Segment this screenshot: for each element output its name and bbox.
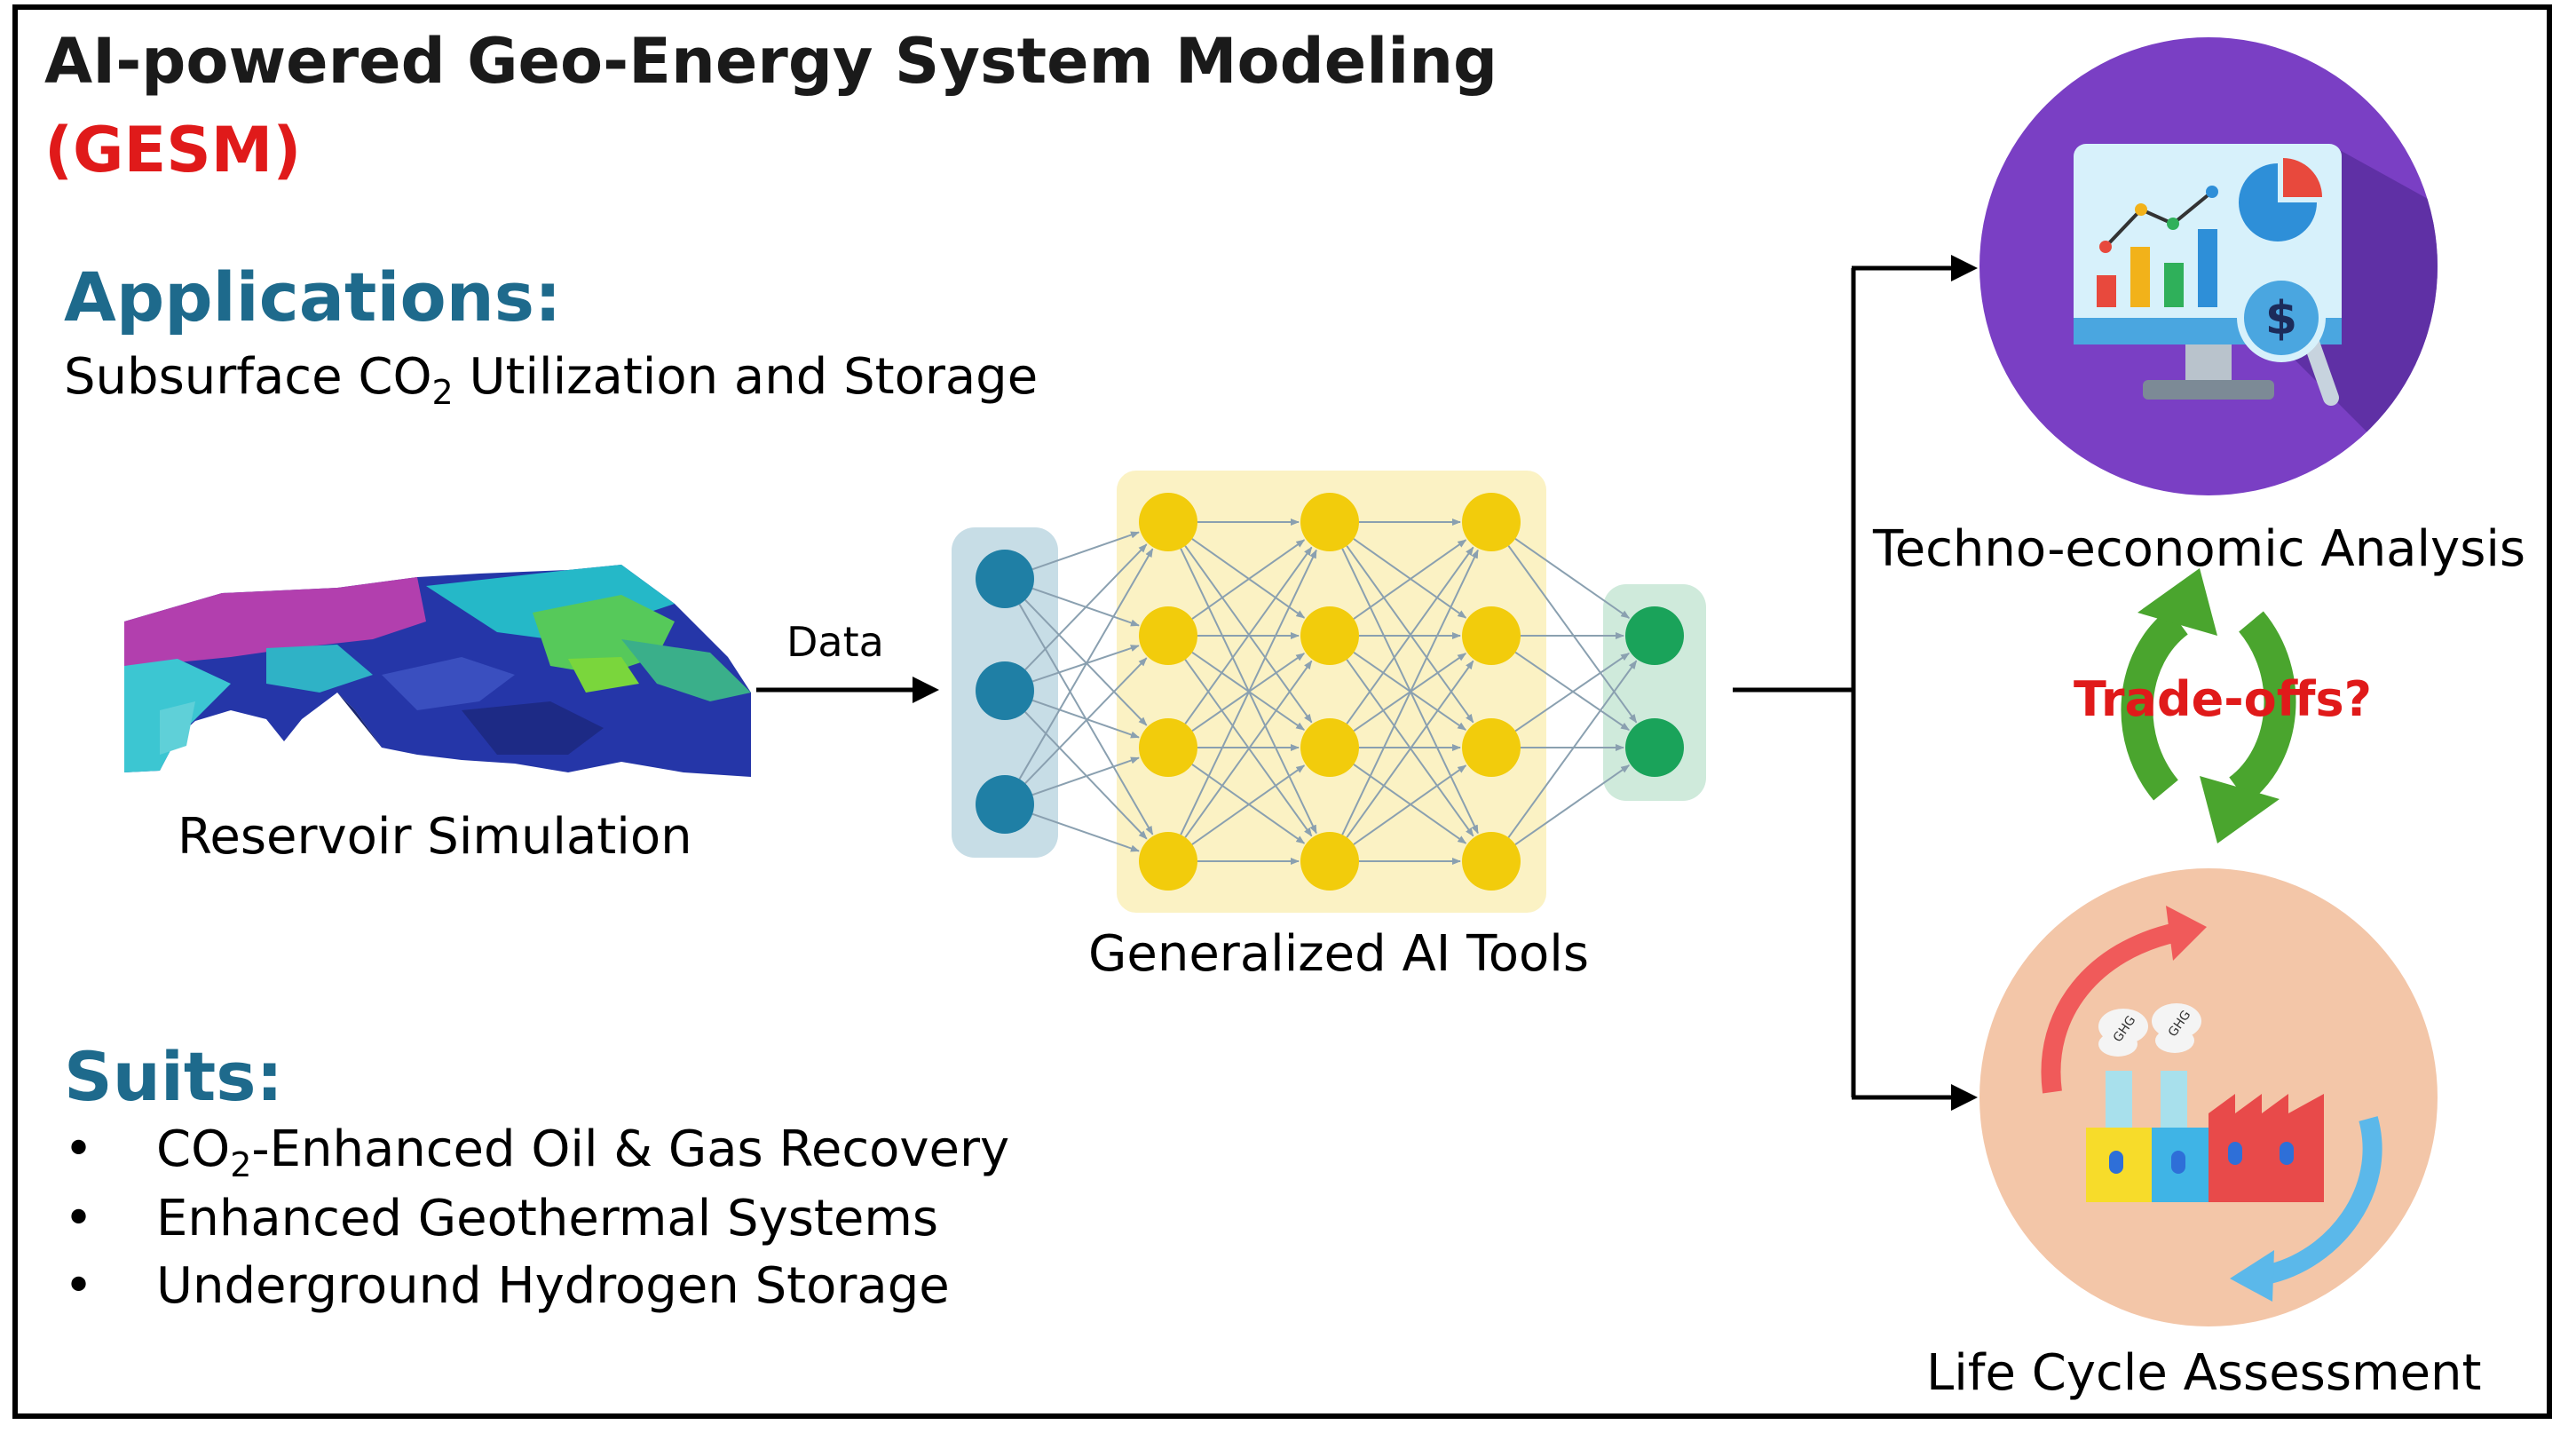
bullet-marker: • — [64, 1257, 94, 1315]
hidden-node — [1462, 832, 1521, 891]
network-connection — [1353, 539, 1467, 620]
ai-tools-label: Generalized AI Tools — [1088, 925, 1590, 983]
bullet-marker: • — [64, 1120, 94, 1178]
network-connection — [1507, 660, 1638, 838]
input-node — [976, 775, 1034, 834]
output-node — [1625, 718, 1684, 777]
neural-network-icon — [952, 471, 1706, 913]
network-connection — [1031, 699, 1140, 739]
hidden-node — [1300, 606, 1359, 665]
hidden-node — [1139, 718, 1197, 777]
tradeoffs-label: Trade-offs? — [2074, 671, 2372, 727]
applications-text: Subsurface CO2 Utilization and Storage — [64, 348, 1039, 413]
network-connection — [1184, 660, 1313, 838]
hidden-node — [1300, 832, 1359, 891]
techno-economic-label: Techno-economic Analysis — [1873, 520, 2526, 578]
network-connection — [1514, 538, 1631, 619]
network-connection — [1024, 657, 1148, 784]
network-connection — [1514, 764, 1631, 845]
hidden-node — [1300, 493, 1359, 551]
output-split-arrows — [1733, 255, 1978, 1111]
network-connection — [1031, 756, 1140, 796]
hidden-node — [1300, 718, 1359, 777]
network-connection — [1184, 546, 1313, 724]
suits-item-hydrogen: Underground Hydrogen Storage — [156, 1257, 950, 1315]
network-connection — [1031, 812, 1140, 852]
input-node — [976, 550, 1034, 608]
hidden-node — [1462, 606, 1521, 665]
network-connection — [1191, 539, 1306, 620]
hidden-node — [1139, 832, 1197, 891]
hidden-node — [1462, 718, 1521, 777]
network-connection — [1191, 764, 1306, 845]
output-node — [1625, 606, 1684, 665]
page-subtitle: (GESM) — [44, 114, 302, 186]
suits-item-geothermal: Enhanced Geothermal Systems — [156, 1190, 939, 1247]
suits-heading: Suits: — [64, 1037, 283, 1116]
cycle-arrows-icon — [2121, 568, 2296, 843]
svg-text:$: $ — [2265, 292, 2297, 345]
hidden-node — [1462, 493, 1521, 551]
network-connection — [1346, 546, 1474, 724]
bullet-marker: • — [64, 1190, 94, 1247]
hidden-node — [1139, 493, 1197, 551]
network-connection — [1353, 764, 1467, 845]
network-connection — [1341, 549, 1479, 835]
hidden-layer-panel — [1117, 471, 1546, 913]
monitor-dashboard-icon: $ — [1979, 37, 2438, 495]
factory-emissions-icon: GHG GHG — [1979, 868, 2438, 1326]
reservoir-3d-model-icon — [124, 565, 751, 777]
network-connection — [1018, 548, 1154, 780]
network-connection — [1514, 652, 1630, 732]
network-connection — [1031, 531, 1140, 571]
input-node — [976, 661, 1034, 720]
suits-item-co2-eor: CO2-Enhanced Oil & Gas Recovery — [156, 1120, 1010, 1185]
network-connection — [1024, 543, 1148, 670]
applications-heading: Applications: — [64, 257, 562, 336]
page-title: AI-powered Geo-Energy System Modeling — [44, 25, 1498, 98]
life-cycle-label: Life Cycle Assessment — [1926, 1344, 2482, 1402]
network-connection — [1180, 549, 1317, 835]
data-label: Data — [786, 618, 884, 666]
hidden-node — [1139, 606, 1197, 665]
network-connection — [1507, 545, 1638, 724]
reservoir-simulation-label: Reservoir Simulation — [178, 808, 692, 866]
network-connection — [1346, 660, 1474, 838]
